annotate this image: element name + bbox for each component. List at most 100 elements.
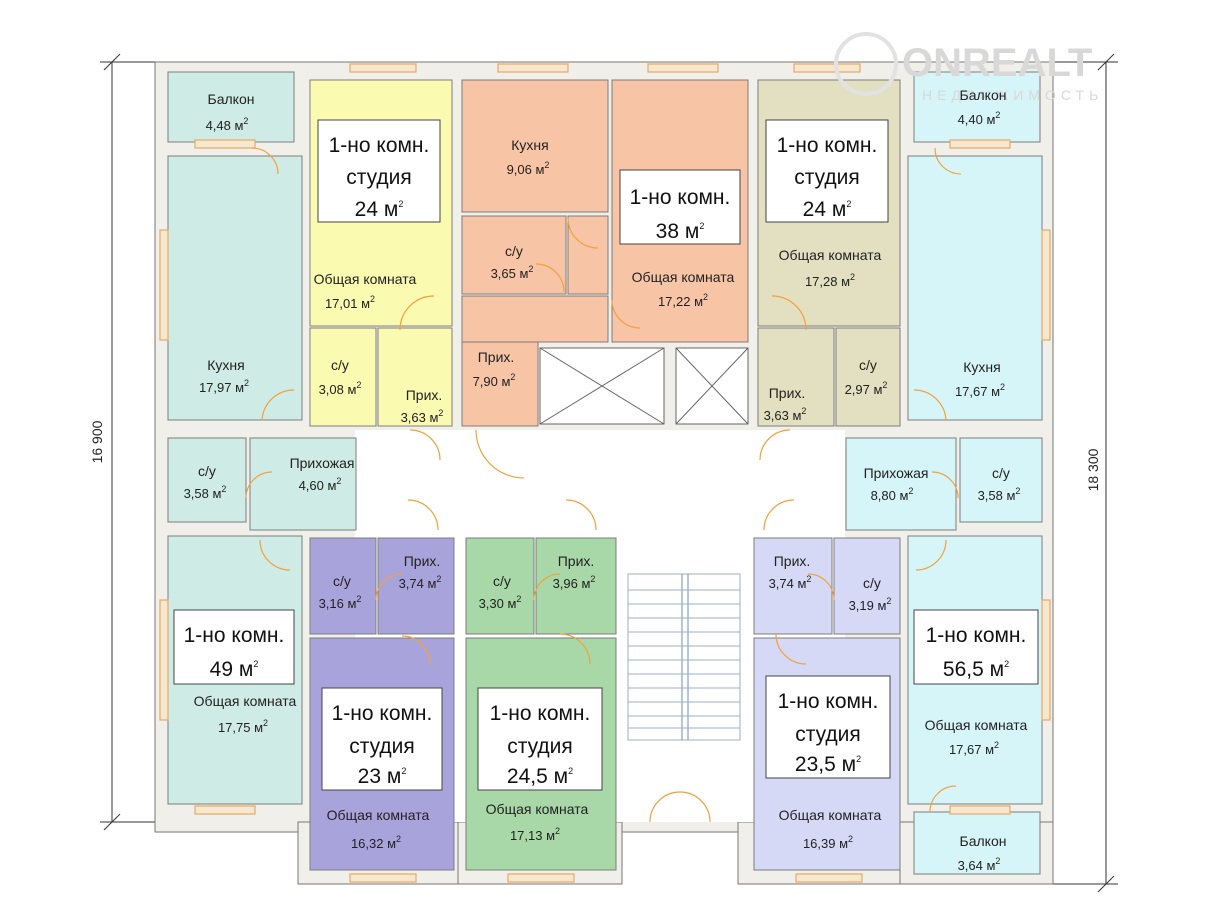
dimension-right: 18 300 bbox=[1085, 448, 1101, 491]
balcony-tr-name: Балкон bbox=[960, 87, 1007, 103]
bath-a5-name: с/у bbox=[333, 573, 351, 589]
hall-a2-name: Прих. bbox=[478, 349, 515, 365]
living-a6-name: Общая комната bbox=[486, 801, 589, 817]
living-a3-name: Общая комната bbox=[779, 247, 882, 263]
apt-tag-a8-box bbox=[913, 609, 1039, 685]
bath-a2-area: 3,65 м2 bbox=[491, 264, 534, 281]
hall-a5 bbox=[377, 537, 455, 635]
bath-a1-name: с/у bbox=[331, 357, 349, 373]
balcony-tl bbox=[167, 71, 295, 143]
apt-a5-kind: студия bbox=[349, 735, 415, 758]
elevator-shafts bbox=[539, 347, 749, 425]
bath-a8-area: 3,58 м2 bbox=[978, 486, 1021, 503]
apt-a7-area: 23,5 м2 bbox=[795, 753, 861, 776]
watermark-tagline: НЕДВИЖИМОСТЬ bbox=[922, 87, 1103, 103]
kitchen-right-area: 17,67 м2 bbox=[955, 382, 1005, 399]
bath-a6-name: с/у bbox=[493, 573, 511, 589]
apt-a3-type: 1-но комн. bbox=[777, 134, 878, 157]
hall-a6-area: 3,96 м2 bbox=[553, 574, 596, 591]
balcony-br-area: 3,64 м2 bbox=[958, 856, 1001, 873]
kitchen-top-name: Кухня bbox=[511, 137, 548, 153]
living-a4-name: Общая комната bbox=[194, 693, 297, 709]
bath-a6-area: 3,30 м2 bbox=[479, 594, 522, 611]
balcony-tr-area: 4,40 м2 bbox=[958, 110, 1001, 127]
bath-a2-name: с/у bbox=[505, 243, 523, 259]
hall-a8 bbox=[845, 437, 957, 531]
bath-a7 bbox=[833, 537, 901, 635]
hall-a1-name: Прих. bbox=[406, 387, 443, 403]
living-a8-area: 17,67 м2 bbox=[949, 740, 999, 757]
living-a3-area: 17,28 м2 bbox=[805, 272, 855, 289]
apt-a1-area: 24 м2 bbox=[355, 198, 404, 221]
apt-a2-area: 38 м2 bbox=[656, 220, 705, 243]
hall-a2-lower bbox=[461, 341, 539, 427]
bath-a8-name: с/у bbox=[992, 465, 1010, 481]
bath-a6 bbox=[465, 537, 535, 635]
living-a7-area: 16,39 м2 bbox=[803, 834, 853, 851]
hall-a7-area: 3,74 м2 bbox=[769, 574, 812, 591]
apt-tag-a3-box bbox=[765, 119, 889, 223]
watermark: ONREALT НЕДВИЖИМОСТЬ bbox=[834, 32, 1103, 103]
apt-a3-kind: студия bbox=[794, 166, 860, 189]
apt-tag-a7-box bbox=[765, 675, 891, 779]
apt-a7-kind: студия bbox=[795, 723, 861, 746]
bath-a7-area: 3,19 м2 bbox=[849, 596, 892, 613]
bath-a1-area: 3,08 м2 bbox=[319, 380, 362, 397]
windows bbox=[159, 63, 1051, 883]
apt-tag-a1-box bbox=[317, 119, 441, 223]
bath-a3-name: с/у bbox=[859, 357, 877, 373]
kitchen-left-name: Кухня bbox=[207, 357, 244, 373]
dimension-lines bbox=[100, 53, 1118, 893]
apt-a7-type: 1-но комн. bbox=[778, 690, 879, 713]
apt-tag-a4-box bbox=[173, 609, 295, 685]
apt-a4-type: 1-но комн. bbox=[184, 624, 285, 647]
bath-a4 bbox=[167, 437, 247, 523]
kitchen-top-area: 9,06 м2 bbox=[507, 160, 550, 177]
apt-a1-kind: студия bbox=[346, 166, 412, 189]
living-a2-area: 17,22 м2 bbox=[658, 292, 708, 309]
apt-a8-area: 56,5 м2 bbox=[943, 658, 1009, 681]
balcony-tr bbox=[913, 71, 1041, 143]
hall-a8-area: 8,80 м2 bbox=[871, 486, 914, 503]
living-a2-name: Общая комната bbox=[632, 269, 735, 285]
kitchen-a8 bbox=[907, 155, 1043, 421]
kitchen-a2 bbox=[461, 79, 609, 213]
bath-a2 bbox=[461, 215, 567, 295]
bath-a4-area: 3,58 м2 bbox=[184, 484, 227, 501]
hall-a7 bbox=[753, 537, 833, 635]
living-a7-name: Общая комната bbox=[779, 807, 882, 823]
apt-a6-type: 1-но комн. bbox=[490, 702, 591, 725]
balcony-tl-name: Балкон bbox=[208, 91, 255, 107]
hall-a6-name: Прих. bbox=[558, 553, 595, 569]
apt-a8-type: 1-но комн. bbox=[926, 624, 1027, 647]
hall-a2-area: 7,90 м2 bbox=[473, 372, 516, 389]
hall-a3-name: Прих. bbox=[769, 385, 806, 401]
bath-a3 bbox=[835, 327, 901, 427]
hall-a4-name: Прихожая bbox=[290, 455, 355, 471]
hall-a6 bbox=[535, 537, 617, 635]
apt-tag-a2-box bbox=[619, 169, 741, 245]
hall-a5-area: 3,74 м2 bbox=[399, 574, 442, 591]
living-a6-area: 17,13 м2 bbox=[510, 826, 560, 843]
kitchen-left-area: 17,97 м2 bbox=[199, 378, 249, 395]
hall-a4 bbox=[249, 437, 357, 531]
bath-a8 bbox=[959, 437, 1043, 523]
living-a4-area: 17,75 м2 bbox=[218, 718, 268, 735]
hall-a3 bbox=[757, 327, 835, 427]
living-a1-area: 17,01 м2 bbox=[325, 294, 375, 311]
apt-a2-type: 1-но комн. bbox=[630, 186, 731, 209]
living-a5-area: 16,32 м2 bbox=[351, 834, 401, 851]
room-labels: Балкон 4,48 м2 Балкон 4,40 м2 Балкон 3,6… bbox=[184, 87, 1028, 873]
bath-a5-area: 3,16 м2 bbox=[319, 594, 362, 611]
hall-a8-name: Прихожая bbox=[864, 465, 929, 481]
apt-tag-a6-box bbox=[477, 687, 603, 791]
hall-a2 bbox=[461, 295, 609, 343]
apt-a5-type: 1-но комн. bbox=[332, 702, 433, 725]
kitchen-a2-lower bbox=[567, 215, 609, 295]
apt-tag-a5-box bbox=[321, 687, 443, 791]
apt-a6-kind: студия bbox=[507, 735, 573, 758]
watermark-brand: ONREALT bbox=[902, 41, 1092, 85]
hall-a7-name: Прих. bbox=[774, 553, 811, 569]
bath-a5 bbox=[309, 537, 377, 635]
bath-a4-name: с/у bbox=[198, 463, 216, 479]
